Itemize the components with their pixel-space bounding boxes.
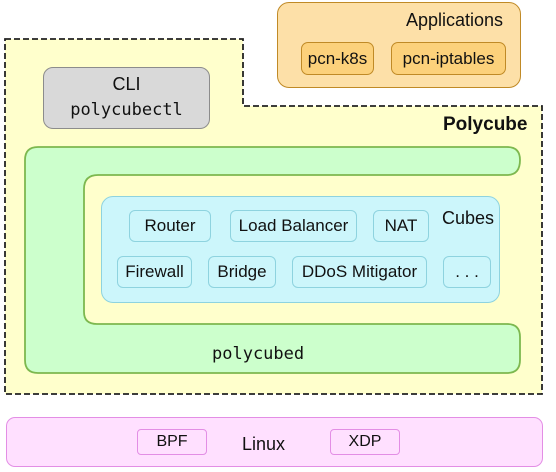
linux-label: Linux	[242, 434, 286, 454]
cli-command: polycubectl	[70, 100, 183, 120]
cube-firewall: Firewall	[117, 256, 192, 288]
xdp-box: XDP	[330, 429, 400, 455]
cli-box	[43, 67, 210, 129]
applications-title: Applications	[406, 10, 504, 30]
cube-nat: NAT	[373, 210, 429, 242]
cube-ddos-mitigator: DDoS Mitigator	[292, 256, 427, 288]
cube-more: . . .	[443, 256, 491, 288]
cubes-title: Cubes	[442, 208, 495, 228]
cli-label: CLI	[112, 74, 141, 94]
polycubed-label: polycubed	[212, 344, 305, 364]
linux-bar	[6, 417, 543, 467]
app-pcn-k8s: pcn-k8s	[301, 42, 374, 75]
cube-load-balancer: Load Balancer	[230, 210, 357, 242]
cube-router: Router	[129, 210, 211, 242]
polycube-title: Polycube	[443, 114, 528, 135]
app-pcn-iptables: pcn-iptables	[391, 42, 506, 75]
bpf-box: BPF	[137, 429, 207, 455]
cube-bridge: Bridge	[208, 256, 276, 288]
